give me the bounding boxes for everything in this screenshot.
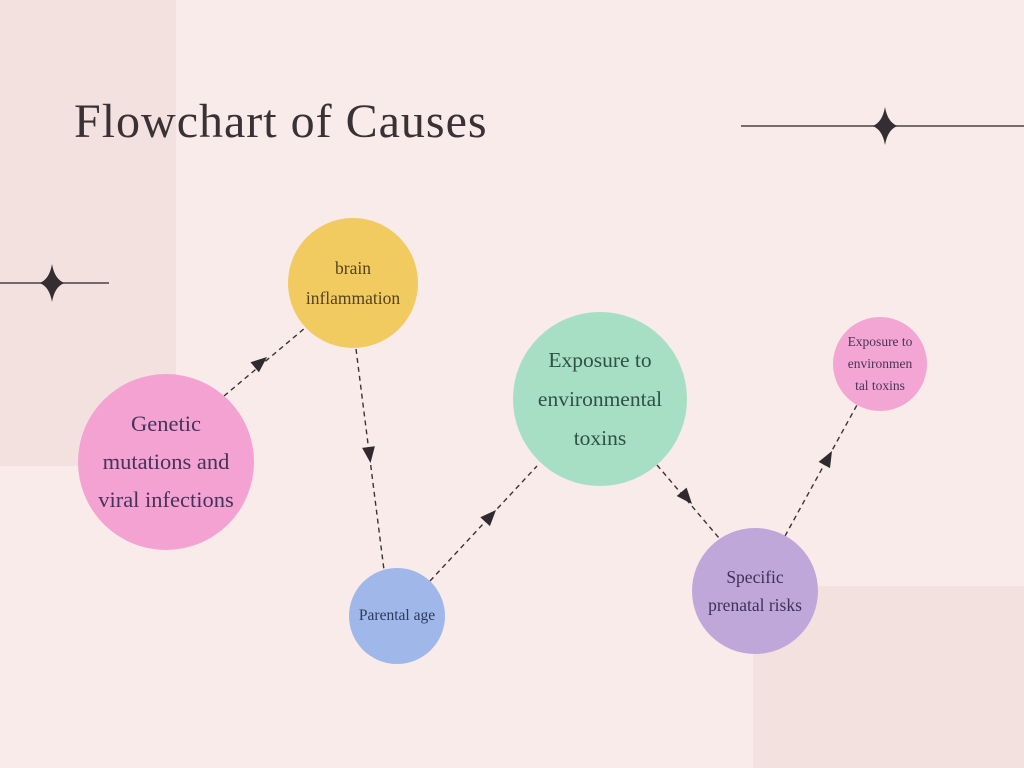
- node-label-line: brain: [335, 258, 371, 278]
- node-label-line: inflammation: [305, 288, 401, 308]
- node-exposure-to-environmental-toxins: Exposure to environmental toxins: [513, 312, 687, 486]
- arrowhead-brain-inflammation-to-parental-age: [362, 446, 375, 463]
- node-genetic-mutations-and-viral-infections: Genetic mutations and viral infections: [78, 374, 254, 550]
- node-label-line: prenatal risks: [708, 595, 802, 615]
- node-label-line: Exposure to: [847, 334, 913, 349]
- connector-genetic-to-brain-inflammation: [223, 327, 306, 397]
- connector-parental-age-to-exposure: [429, 465, 538, 582]
- page-title: Flowchart of Causes: [74, 95, 488, 148]
- node-label-line: viral infections: [98, 487, 234, 512]
- connector-prenatal-risks-to-exposure-2: [784, 404, 858, 537]
- node-brain-inflammation: brain inflammation: [288, 218, 418, 348]
- node-specific-prenatal-risks: Specific prenatal risks: [692, 528, 818, 654]
- node-label-line: mutations and: [102, 449, 230, 474]
- node-label-line: Exposure to: [548, 347, 652, 372]
- arrowhead-parental-age-to-exposure: [480, 510, 496, 527]
- node-label-line: Genetic: [131, 411, 201, 436]
- node-label-line: tal toxins: [855, 378, 905, 393]
- arrowhead-genetic-to-brain-inflammation: [250, 357, 267, 373]
- arrowhead-exposure-to-prenatal-risks: [676, 487, 692, 504]
- node-exposure-to-environmental-toxins-2: Exposure to environmen tal toxins: [833, 317, 927, 411]
- node-parental-age: Parental age: [349, 568, 445, 664]
- node-label-line: environmen: [847, 356, 913, 371]
- node-label-line: environmental: [537, 386, 663, 411]
- node-label-line: Parental age: [358, 607, 436, 624]
- node-label-line: Specific: [726, 567, 784, 587]
- arrowhead-prenatal-risks-to-exposure-2: [818, 451, 832, 469]
- sparkle-icon: [39, 264, 65, 302]
- sparkle-icon: [872, 107, 898, 145]
- node-label-line: toxins: [573, 425, 627, 450]
